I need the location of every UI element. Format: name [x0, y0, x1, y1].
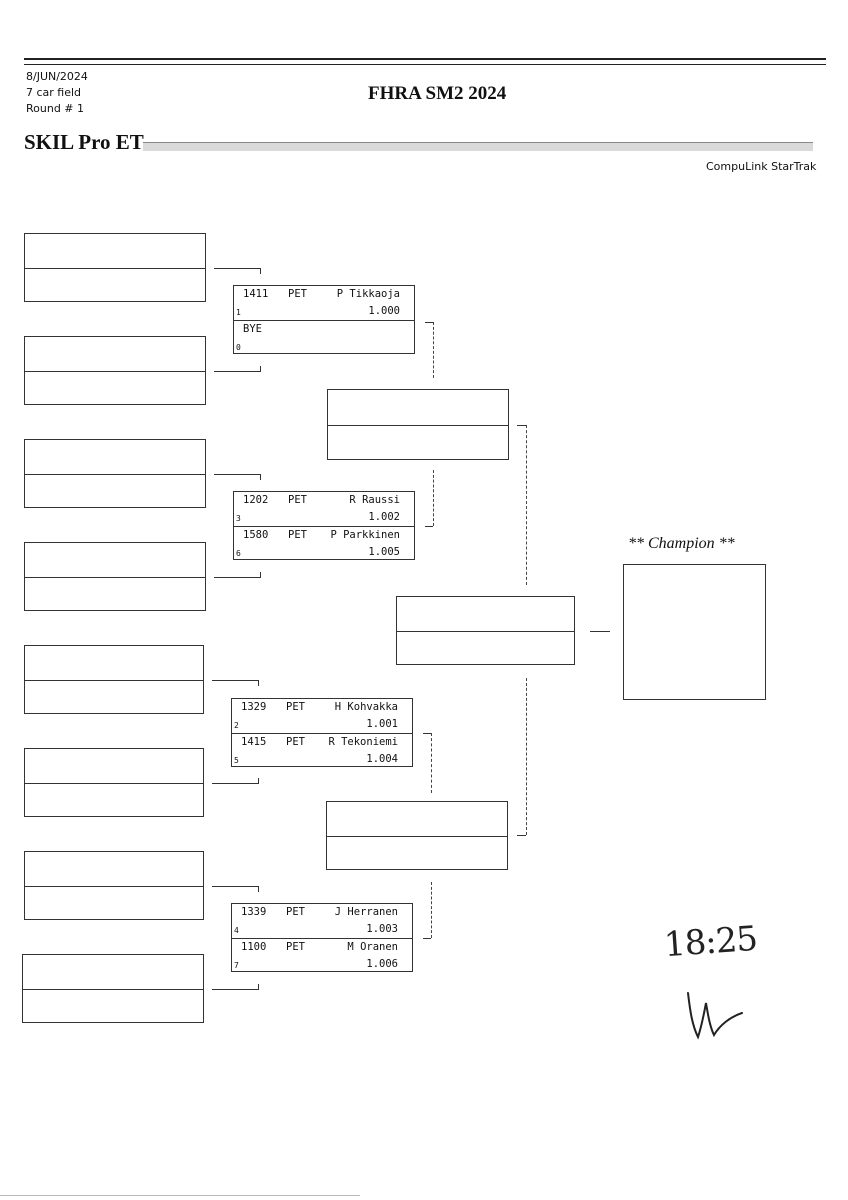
- dial-in: 1.006: [366, 957, 398, 970]
- seed: 5: [234, 755, 239, 765]
- lane-bottom: 1100 PET M Oranen 1.006 7: [232, 937, 412, 973]
- event-title: FHRA SM2 2024: [368, 83, 507, 104]
- seed: 2: [234, 721, 239, 730]
- dial-in: 1.002: [368, 511, 400, 523]
- car-number: 1100: [241, 940, 267, 953]
- driver-name: H Kohvakka: [334, 701, 398, 713]
- class-title: SKIL Pro ET: [24, 130, 144, 154]
- champion-label: ** Champion **: [628, 535, 735, 552]
- driver-name: R Tekoniemi: [328, 735, 398, 748]
- car-number: 1580: [243, 528, 269, 541]
- handwritten-initials-signature: [687, 992, 743, 1040]
- driver-name: P Tikkaoja: [336, 288, 400, 300]
- seed: 7: [234, 960, 239, 970]
- dial-in: 1.003: [366, 923, 398, 935]
- semifinal-slot: [327, 389, 509, 460]
- seed: 3: [236, 514, 241, 523]
- car-number: 1329: [241, 701, 267, 713]
- ladder-slot: [24, 645, 204, 714]
- ladder-slot: [24, 542, 206, 611]
- lane-bottom: BYE 0: [234, 319, 414, 355]
- round-number: Round # 1: [26, 102, 85, 115]
- car-number: 1415: [241, 735, 267, 748]
- car-number: 1202: [243, 494, 269, 506]
- field-size: 7 car field: [26, 86, 82, 99]
- lane-top: 1339 PET J Herranen 1.003 4: [232, 904, 412, 938]
- lane-top: 1411 PET P Tikkaoja 1.000 1: [234, 286, 414, 320]
- car-class: PET: [286, 735, 305, 748]
- lane-top: 1202 PET R Raussi 1.002 3: [234, 492, 414, 526]
- dial-in: 1.004: [366, 752, 398, 765]
- top-rule: [24, 58, 826, 65]
- dial-in: 1.001: [366, 718, 398, 730]
- dial-in: 1.005: [368, 545, 400, 558]
- ladder-slot: [24, 851, 204, 920]
- ladder-slot: [24, 439, 206, 508]
- seed: 6: [236, 548, 241, 558]
- matchup-4: 1339 PET J Herranen 1.003 4 1100 PET M O…: [231, 903, 413, 972]
- car-class: PET: [288, 528, 307, 541]
- driver-name: R Raussi: [349, 494, 400, 506]
- driver-name: M Oranen: [347, 940, 398, 953]
- car-class: PET: [286, 906, 305, 918]
- driver-name: P Parkkinen: [330, 528, 400, 541]
- seed: 1: [236, 308, 241, 317]
- handwritten-time: 18:25: [662, 918, 759, 966]
- ladder-slot: [24, 748, 204, 817]
- title-dot-bar: [143, 142, 813, 151]
- matchup-2: 1202 PET R Raussi 1.002 3 1580 PET P Par…: [233, 491, 415, 560]
- driver-name: J Herranen: [334, 906, 398, 918]
- seed: 0: [236, 342, 241, 352]
- ladder-slot: [22, 954, 204, 1023]
- car-number: BYE: [243, 322, 262, 335]
- car-class: PET: [288, 288, 307, 300]
- semifinal-slot: [326, 801, 508, 870]
- car-number: 1339: [241, 906, 267, 918]
- car-number: 1411: [243, 288, 269, 300]
- dial-in: 1.000: [368, 305, 400, 317]
- final-slot: [396, 596, 575, 665]
- event-date: 8/JUN/2024: [26, 70, 88, 83]
- car-class: PET: [288, 494, 307, 506]
- lane-top: 1329 PET H Kohvakka 1.001 2: [232, 699, 412, 733]
- matchup-3: 1329 PET H Kohvakka 1.001 2 1415 PET R T…: [231, 698, 413, 767]
- car-class: PET: [286, 701, 305, 713]
- footer-rule: [0, 1195, 360, 1196]
- matchup-1: 1411 PET P Tikkaoja 1.000 1 BYE 0: [233, 285, 415, 354]
- champion-box: [623, 564, 766, 700]
- lane-bottom: 1415 PET R Tekoniemi 1.004 5: [232, 732, 412, 768]
- lane-bottom: 1580 PET P Parkkinen 1.005 6: [234, 525, 414, 561]
- vendor-label: CompuLink StarTrak: [706, 160, 817, 173]
- ladder-slot: [24, 336, 206, 405]
- ladder-slot: [24, 233, 206, 302]
- car-class: PET: [286, 940, 305, 953]
- seed: 4: [234, 926, 239, 935]
